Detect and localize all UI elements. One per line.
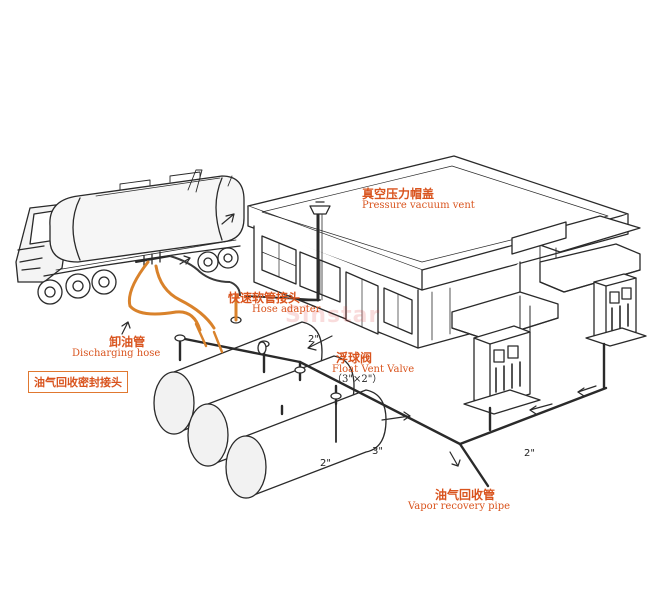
pipe-size-main: 3" bbox=[372, 446, 383, 457]
dispenser-left bbox=[463, 325, 541, 415]
discharging-hose bbox=[127, 260, 238, 354]
float-valve-size: （3"×2"） bbox=[332, 374, 383, 386]
discharging-hose-label-cn: 卸油管 bbox=[109, 335, 146, 349]
discharging-hose-label-en: Discharging hose bbox=[72, 347, 161, 359]
float-valve-label: 浮球阀 Float Vent Valve （3"×2"） bbox=[332, 352, 414, 386]
vapor-hose bbox=[169, 255, 241, 297]
underground-tanks bbox=[153, 321, 387, 499]
pressure-vent-label-en: Pressure vacuum vent bbox=[362, 199, 475, 211]
tanker-truck bbox=[15, 169, 245, 305]
sealing-joint-label: 油气回收密封接头 bbox=[28, 371, 128, 393]
hose-adapter-label: 快速软管接头 Hose adapter bbox=[228, 292, 320, 315]
vapor-pipe-label-en: Vapor recovery pipe bbox=[408, 500, 511, 512]
pressure-vent-label-cn: 真空压力帽盖 bbox=[362, 187, 435, 201]
discharging-hose-label: 卸油管 Discharging hose bbox=[72, 336, 160, 359]
hose-adapter-label-cn: 快速软管接头 bbox=[228, 291, 301, 305]
station-building bbox=[247, 155, 641, 375]
hose-adapter-label-en: Hose adapter bbox=[252, 303, 321, 315]
pressure-vacuum-vent bbox=[309, 201, 331, 302]
vapor-pipe-label-cn: 油气回收管 bbox=[435, 488, 496, 502]
watermark: Sinstar bbox=[285, 303, 381, 328]
pipe-size-vent: 2" bbox=[308, 334, 319, 345]
pressure-vent-label: 真空压力帽盖 Pressure vacuum vent bbox=[362, 188, 475, 211]
float-valve-label-en: Float Vent Valve bbox=[332, 363, 415, 375]
pipe-size-tank: 2" bbox=[320, 458, 331, 469]
dispenser-right bbox=[585, 273, 647, 347]
flow-arrows bbox=[121, 213, 597, 467]
pipe-size-dispenser: 2" bbox=[524, 448, 535, 459]
vapor-pipe-label: 油气回收管 Vapor recovery pipe bbox=[408, 489, 510, 512]
float-valve-label-cn: 浮球阀 bbox=[336, 351, 373, 365]
fittings bbox=[174, 316, 342, 400]
